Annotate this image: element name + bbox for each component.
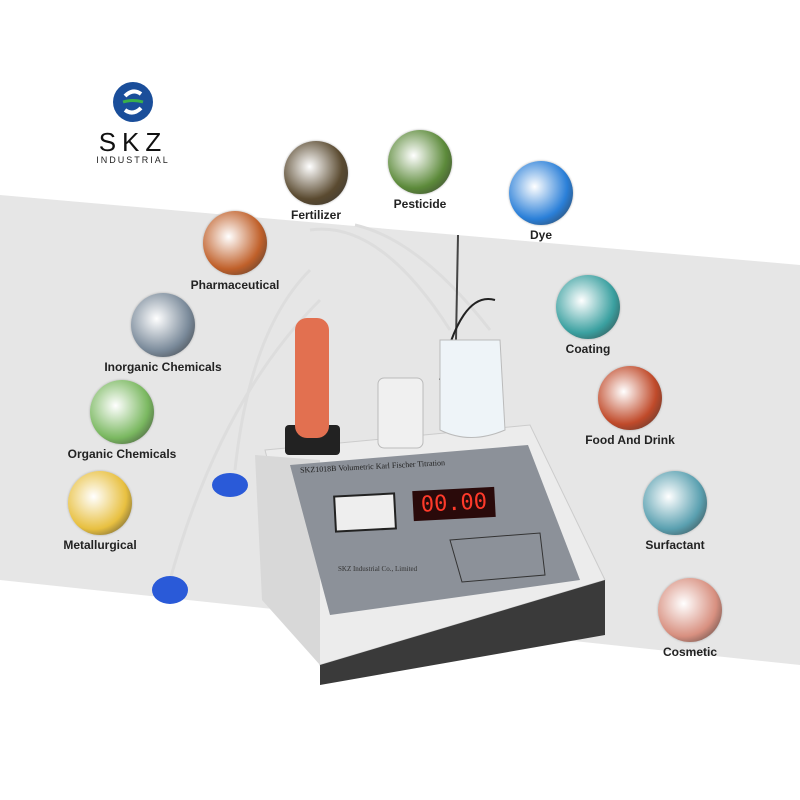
application-label: Coating — [565, 342, 611, 356]
application-image-cosmetic — [658, 578, 722, 642]
application-image-pesticide — [388, 130, 452, 194]
application-image-food-and-drink — [598, 366, 662, 430]
application-image-coating — [556, 275, 620, 339]
application-label: Cosmetic — [662, 645, 718, 659]
application-label: Pharmaceutical — [190, 278, 280, 292]
logo-subtitle: INDUSTRIAL — [96, 155, 170, 165]
application-image-inorganic-chemicals — [131, 293, 195, 357]
application-label: Inorganic Chemicals — [104, 360, 222, 374]
application-label: Pesticide — [393, 197, 447, 211]
application-image-surfactant — [643, 471, 707, 535]
application-image-organic-chemicals — [90, 380, 154, 444]
logo-icon — [113, 82, 153, 122]
application-label: Dye — [529, 228, 553, 242]
application-label: Surfactant — [645, 538, 705, 552]
application-image-metallurgical — [68, 471, 132, 535]
device-company-label: SKZ Industrial Co., Limited — [338, 565, 418, 573]
led-display: 00.00 — [412, 486, 496, 522]
application-image-fertilizer — [284, 141, 348, 205]
application-label: Organic Chemicals — [67, 447, 177, 461]
application-label: Food And Drink — [585, 433, 675, 447]
logo-text: SKZ — [98, 127, 168, 157]
application-image-dye — [509, 161, 573, 225]
application-image-pharmaceutical — [203, 211, 267, 275]
brand-logo: SKZ INDUSTRIAL — [88, 80, 178, 165]
application-label: Metallurgical — [63, 538, 137, 552]
application-label: Fertilizer — [290, 208, 342, 222]
